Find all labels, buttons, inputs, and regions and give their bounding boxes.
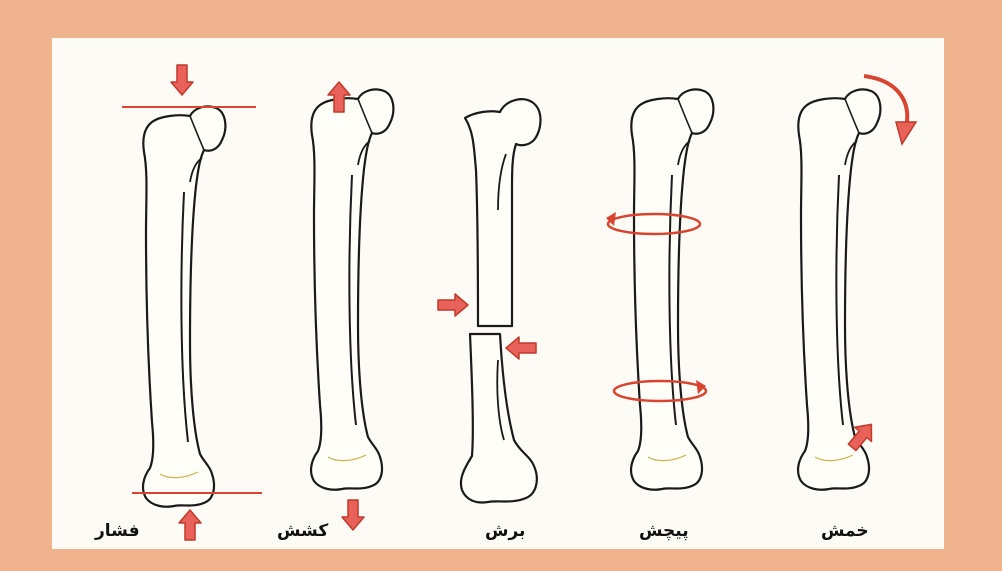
bone-compression bbox=[143, 106, 225, 506]
torsion-panel bbox=[606, 89, 713, 489]
bone-torsion bbox=[631, 89, 713, 489]
arrow-right-icon bbox=[438, 294, 468, 316]
label-shear: برش bbox=[485, 521, 525, 541]
label-compression: فشار bbox=[95, 521, 140, 541]
arrow-up-icon bbox=[179, 510, 201, 540]
arrow-down-icon bbox=[342, 500, 364, 530]
label-bending: خمش bbox=[821, 521, 869, 541]
arrow-down-icon bbox=[171, 65, 193, 95]
bone-shear-lower bbox=[461, 334, 537, 503]
label-tension: کشش bbox=[277, 521, 328, 541]
shear-panel bbox=[438, 99, 541, 502]
compression-panel bbox=[122, 65, 262, 540]
bone-tension bbox=[311, 89, 393, 489]
bone-shear-upper bbox=[465, 99, 541, 326]
tension-panel bbox=[311, 82, 393, 530]
bending-panel bbox=[798, 76, 916, 490]
arrow-left-icon bbox=[506, 337, 536, 359]
label-torsion: پیچش bbox=[639, 521, 689, 541]
